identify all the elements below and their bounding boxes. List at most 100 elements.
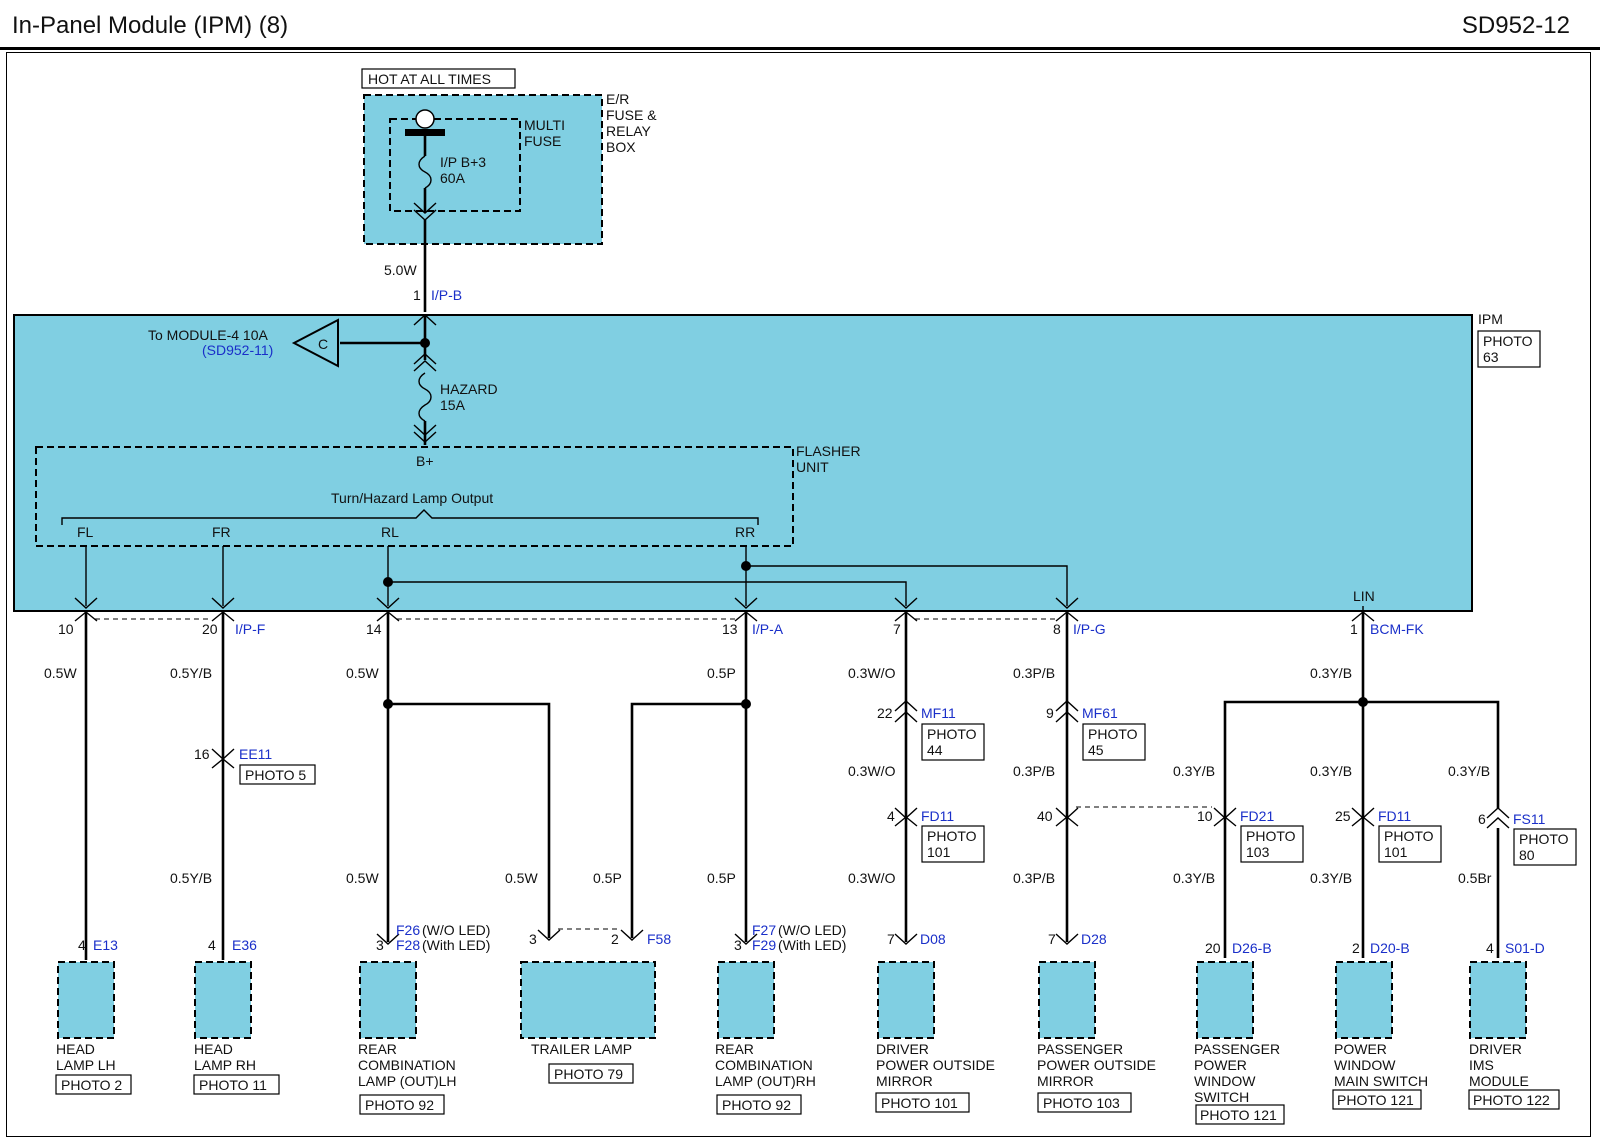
inline-photo: PHOTO	[1088, 726, 1138, 742]
conn-note: (W/O LED)	[422, 922, 490, 938]
page-header: In-Panel Module (IPM) (8) SD952-12	[0, 0, 1600, 50]
battery-terminal-icon	[415, 109, 435, 129]
photo-box	[239, 764, 316, 785]
photo-box	[1037, 1092, 1132, 1113]
wire-label-5w: 5.0W	[384, 262, 417, 278]
connector-f27: F27	[752, 922, 776, 938]
comp-name-line: MIRROR	[1037, 1073, 1094, 1089]
wire-gauge-label: 0.3P/B	[1013, 665, 1055, 681]
wire-gauge-label: 0.3W/O	[848, 665, 896, 681]
wire-gauge-label: 0.3Y/B	[1173, 870, 1215, 886]
comp-photo: PHOTO 92	[722, 1097, 791, 1113]
inline-photo: 44	[927, 742, 943, 758]
connector-chevron-icon	[1486, 807, 1510, 829]
er-box-label-4: BOX	[606, 139, 636, 155]
head-lamp-lh-box	[57, 961, 115, 1039]
connector-ip-f: I/P-F	[235, 621, 265, 637]
inline-photo: 101	[1384, 844, 1408, 860]
pin-label: 14	[366, 621, 382, 637]
photo-box	[1195, 1104, 1285, 1125]
rear-combination-lamp-rh-box	[717, 961, 775, 1039]
connector-f29: F29	[752, 937, 776, 953]
inline-pin: 16	[194, 746, 210, 762]
comp-photo: PHOTO 101	[881, 1095, 958, 1111]
er-box-label-2: FUSE &	[606, 107, 657, 123]
wire-gauge-label: 0.3Y/B	[1173, 763, 1215, 779]
hazard-fuse-chevron-icon	[413, 353, 437, 372]
comp-name-line: POWER OUTSIDE	[1037, 1057, 1156, 1073]
conn-note: (With LED)	[778, 937, 846, 953]
wire-rl-trailer	[388, 702, 551, 938]
hot-at-all-times-box	[361, 68, 516, 89]
inline-photo: 103	[1246, 844, 1270, 860]
wire-gauge-label: 0.5P	[593, 870, 622, 886]
connector-d26-b: D26-B	[1232, 940, 1272, 956]
comp-photo: PHOTO 11	[199, 1077, 267, 1093]
connector-chevron-icon	[1055, 700, 1079, 723]
pin-label: 20	[202, 621, 218, 637]
comp-pin: 3	[529, 931, 537, 947]
wire-rr-trailer	[630, 702, 746, 938]
connector-chevron-icon	[1213, 807, 1237, 827]
module-ref-label: To MODULE-4 10A	[148, 327, 268, 343]
comp-pin: 7	[887, 931, 895, 947]
connector-fd11: FD11	[921, 808, 954, 824]
inline-photo: PHOTO 5	[245, 767, 306, 783]
wire-gauge-label: 0.5P	[707, 665, 736, 681]
driver-ims-module-box	[1469, 961, 1527, 1039]
comp-pin: 3	[734, 937, 742, 953]
photo-box	[1513, 828, 1577, 866]
connector-f26: F26	[396, 922, 420, 938]
turn-hazard-output-title: Turn/Hazard Lamp Output	[331, 490, 493, 506]
pin-label: 8	[1053, 621, 1061, 637]
connector-e13: E13	[93, 937, 118, 953]
internal-wire-rl	[388, 581, 907, 606]
photo-box	[1332, 1089, 1422, 1110]
connector-chevron-icon	[894, 807, 918, 827]
inline-photo: PHOTO	[927, 828, 977, 844]
passenger-mirror-box	[1038, 961, 1096, 1039]
comp-name-line: WINDOW	[1334, 1057, 1396, 1073]
connector-chevron-icon	[894, 933, 918, 945]
comp-name-line: DRIVER	[876, 1041, 929, 1057]
comp-name-line: PASSENGER	[1194, 1041, 1280, 1057]
comp-name-line: COMBINATION	[358, 1057, 456, 1073]
comp-photo: PHOTO 122	[1473, 1092, 1550, 1108]
flasher-unit-label-1: FLASHER	[796, 443, 861, 459]
photo-box	[921, 825, 985, 863]
conn-note: (With LED)	[422, 937, 490, 953]
comp-name-line: DRIVER	[1469, 1041, 1522, 1057]
ipb-connector: I/P-B	[431, 287, 462, 303]
er-box-label-3: RELAY	[606, 123, 652, 139]
comp-name-line: COMBINATION	[715, 1057, 813, 1073]
connector-s01-d: S01-D	[1505, 940, 1545, 956]
comp-pin: 2	[1352, 940, 1360, 956]
inline-pin: 9	[1046, 705, 1054, 721]
connector-fs11: FS11	[1513, 811, 1546, 827]
comp-name-line: REAR	[715, 1041, 754, 1057]
inline-pin: 4	[887, 808, 895, 824]
connector-d28: D28	[1081, 931, 1107, 947]
comp-pin: 7	[1048, 931, 1056, 947]
inline-photo: 80	[1519, 847, 1535, 863]
connector-d20-b: D20-B	[1370, 940, 1410, 956]
ipm-photo-box	[1477, 330, 1541, 368]
wire-gauge-label: 0.3Y/B	[1448, 763, 1490, 779]
flasher-unit-label-2: UNIT	[796, 459, 829, 475]
comp-name-line: HEAD	[56, 1041, 95, 1057]
pin-label: 13	[722, 621, 738, 637]
flasher-unit-box	[35, 446, 794, 547]
output-brace	[61, 509, 759, 525]
flasher-output-rl: RL	[381, 524, 399, 540]
connector-chevron-icon	[894, 700, 918, 723]
comp-photo: PHOTO 2	[61, 1077, 122, 1093]
wire-gauge-label: 0.3Y/B	[1310, 870, 1352, 886]
comp-name-line: REAR	[358, 1041, 397, 1057]
pin-label: 10	[58, 621, 74, 637]
ipb-pin-1: 1	[413, 287, 421, 303]
comp-photo: PHOTO 121	[1337, 1092, 1414, 1108]
comp-photo: PHOTO 103	[1043, 1095, 1120, 1111]
diagram-code: SD952-12	[1461, 12, 1570, 39]
hazard-fuse-icon	[418, 372, 432, 422]
rear-combination-lamp-lh-box	[359, 961, 417, 1039]
